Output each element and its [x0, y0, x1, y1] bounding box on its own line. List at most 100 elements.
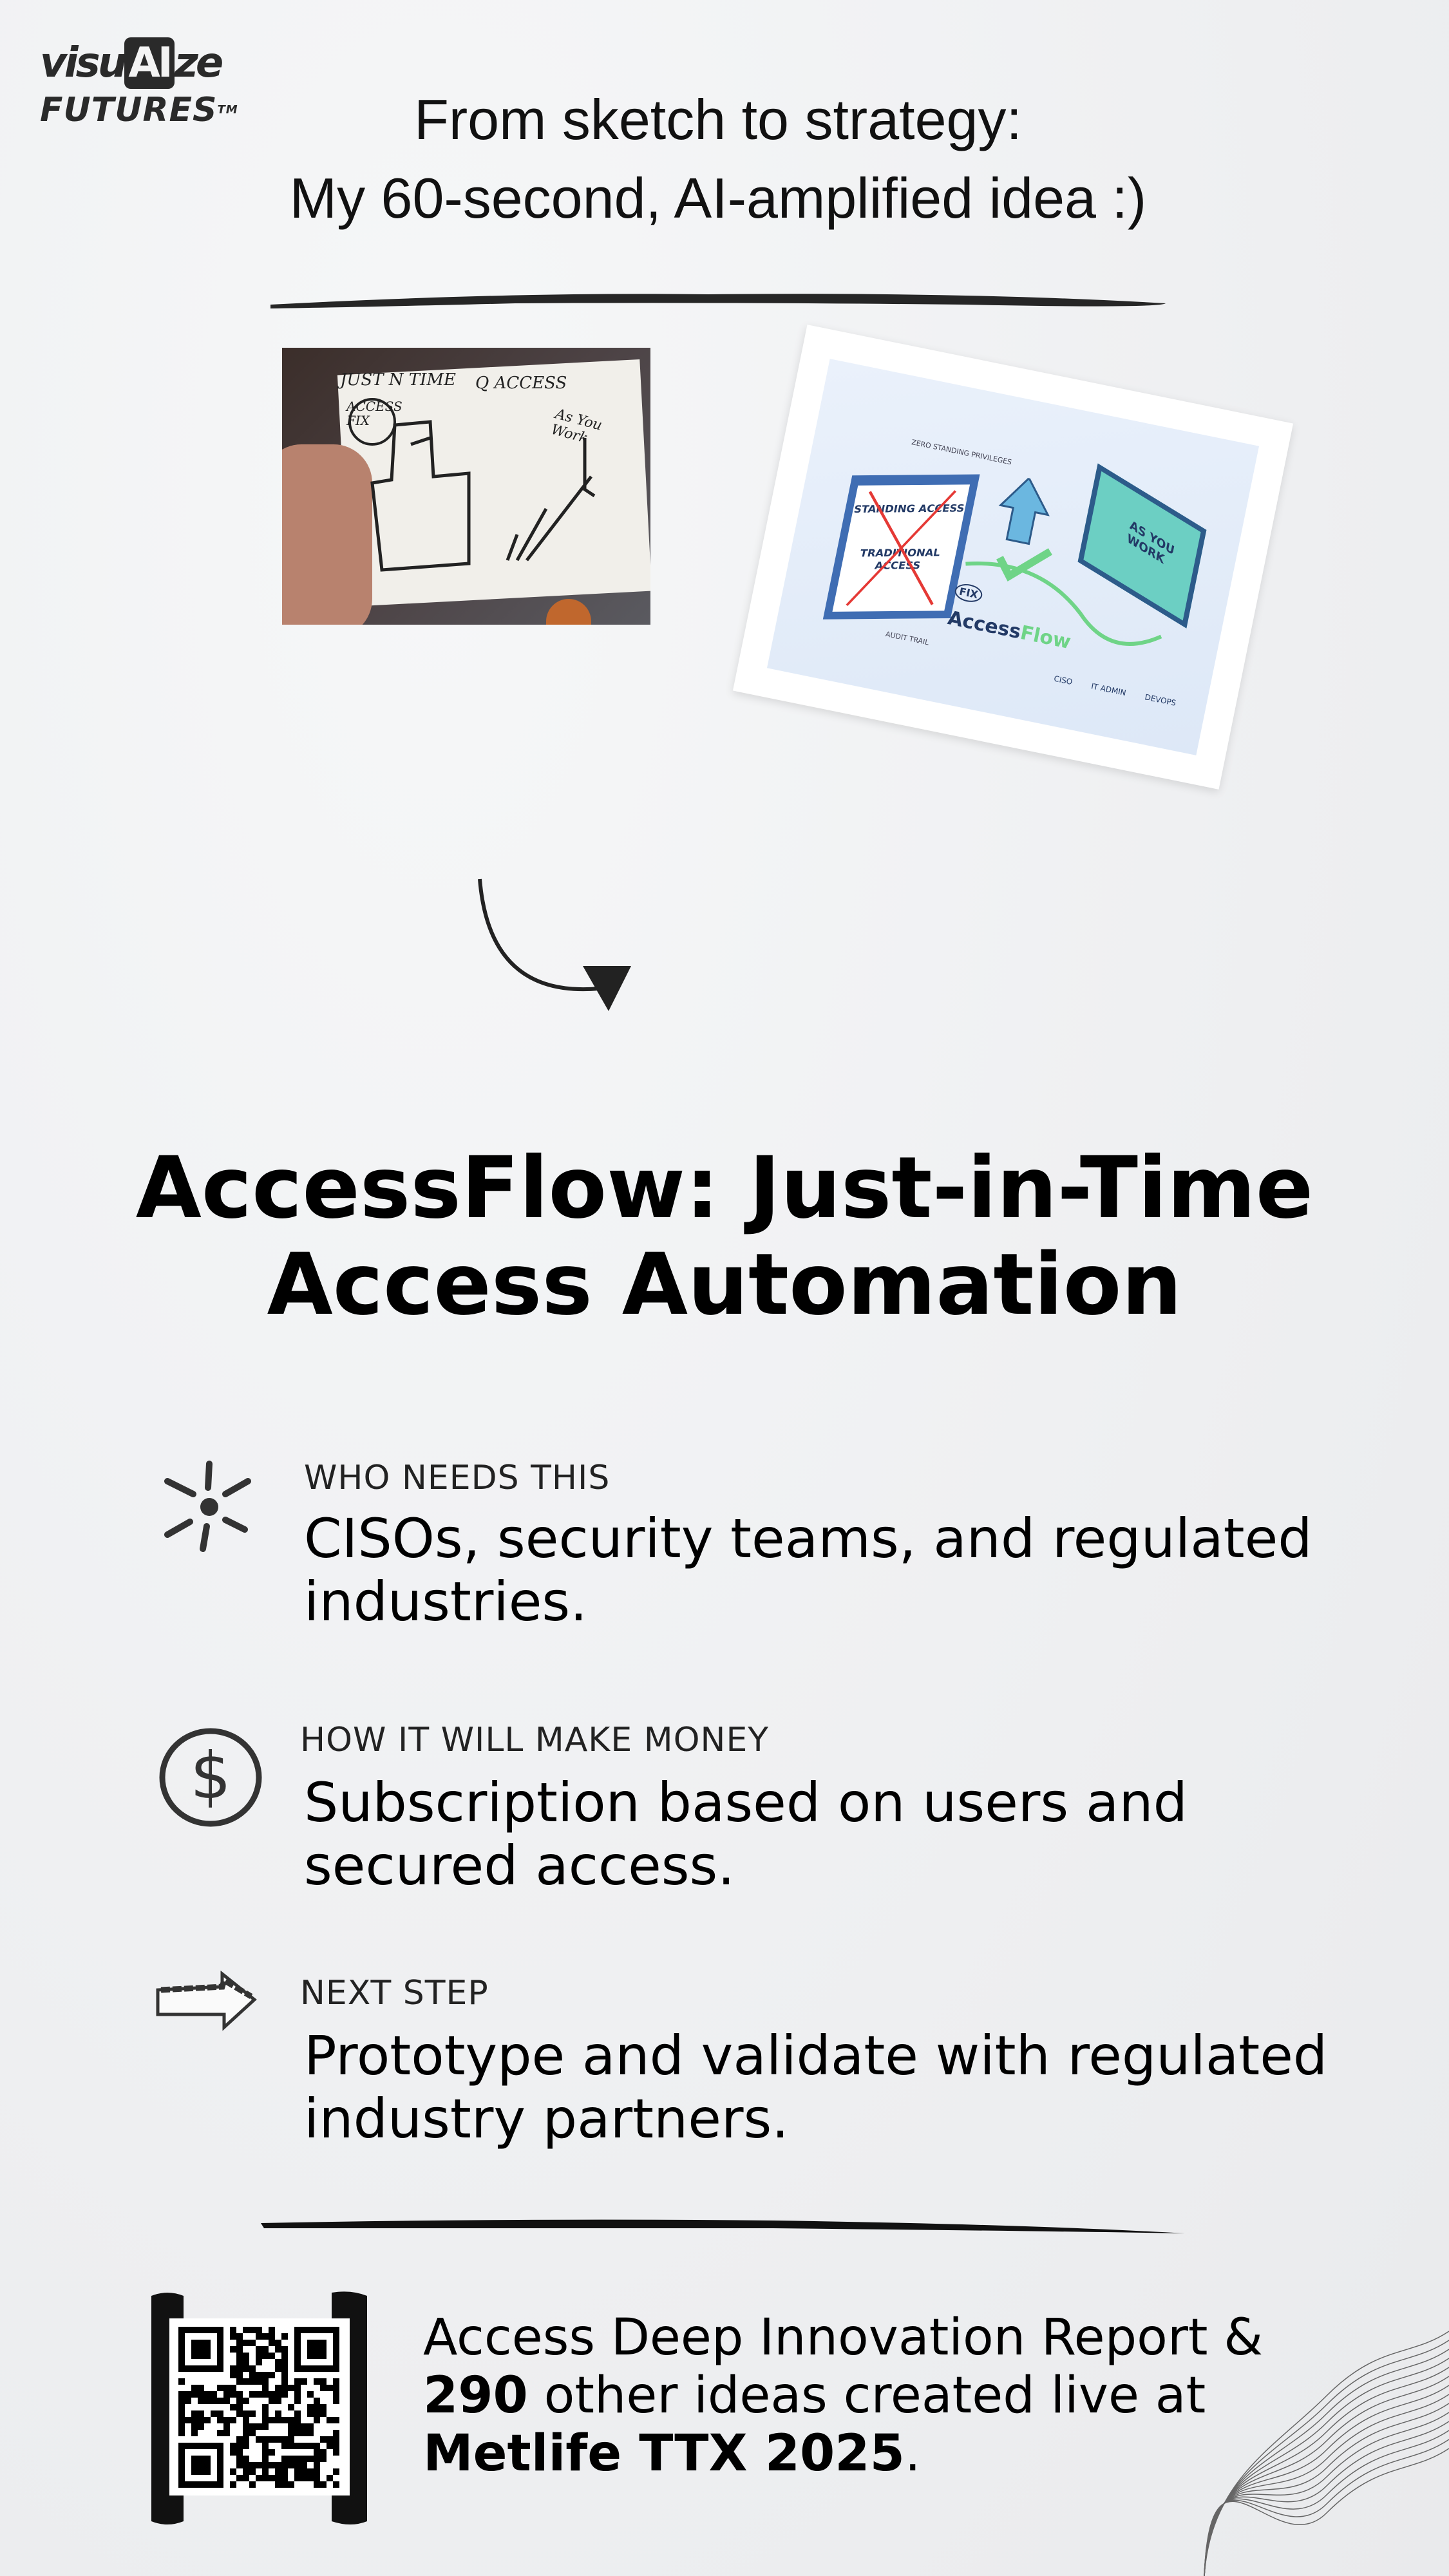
qr-module: [256, 2475, 262, 2481]
qr-module: [275, 2398, 281, 2404]
qr-module: [288, 2385, 294, 2391]
qr-module: [307, 2443, 314, 2449]
qr-module: [204, 2391, 211, 2398]
qr-module: [236, 2462, 243, 2468]
qr-module: [294, 2468, 301, 2475]
intro-line-2: My 60-second, AI-amplified idea :): [289, 166, 1147, 230]
qr-module: [230, 2327, 236, 2333]
qr-module: [178, 2378, 185, 2385]
qr-module: [211, 2410, 217, 2417]
qr-module: [249, 2481, 256, 2488]
qr-module: [327, 2443, 333, 2449]
qr-module: [269, 2475, 275, 2481]
qr-module: [275, 2340, 281, 2346]
qr-module: [294, 2417, 301, 2423]
logo-text: ze: [174, 39, 224, 87]
make-money-text: Subscription based on users and secured …: [304, 1771, 1188, 1897]
qr-module: [320, 2456, 327, 2462]
qr-module: [217, 2398, 223, 2404]
qr-module: [314, 2456, 320, 2462]
qr-module: [333, 2481, 339, 2488]
qr-module: [178, 2430, 185, 2436]
qr-module: [256, 2346, 262, 2353]
qr-module: [178, 2417, 185, 2423]
qr-module: [301, 2475, 307, 2481]
qr-module: [236, 2443, 243, 2449]
qr-module: [256, 2378, 262, 2385]
qr-module: [249, 2430, 256, 2436]
qr-code-image[interactable]: [145, 2289, 374, 2524]
qr-module: [333, 2385, 339, 2391]
qr-module: [230, 2385, 236, 2391]
qr-module: [333, 2378, 339, 2385]
qr-module: [275, 2410, 281, 2417]
qr-module: [320, 2404, 327, 2410]
qr-module: [281, 2468, 288, 2475]
logo-ai-badge: AI: [124, 37, 175, 89]
report-cta: Access Deep Innovation Report & 290 othe…: [423, 2309, 1428, 2483]
qr-module: [333, 2443, 339, 2449]
qr-module: [217, 2430, 223, 2436]
qr-module: [249, 2340, 256, 2346]
intro-title: From sketch to strategy: My 60-second, A…: [193, 80, 1243, 238]
qr-module: [288, 2443, 294, 2449]
qr-finder: [191, 2456, 211, 2475]
qr-module: [256, 2372, 262, 2378]
qr-module: [307, 2430, 314, 2436]
qr-module: [191, 2423, 198, 2430]
qr-module: [236, 2456, 243, 2462]
qr-module: [236, 2340, 243, 2346]
qr-module: [288, 2481, 294, 2488]
qr-module: [230, 2333, 236, 2340]
qr-module: [249, 2423, 256, 2430]
qr-module: [294, 2430, 301, 2436]
qr-module: [178, 2404, 185, 2410]
qr-module: [262, 2423, 269, 2430]
qr-module: [333, 2391, 339, 2398]
qr-module: [262, 2410, 269, 2417]
qr-module: [230, 2365, 236, 2372]
qr-module: [288, 2430, 294, 2436]
qr-module: [294, 2398, 301, 2404]
logo-trademark: TM: [217, 103, 238, 117]
green-flow-line: [965, 561, 1162, 646]
qr-module: [178, 2423, 185, 2430]
qr-module: [281, 2359, 288, 2365]
logo-futures: FUTURES: [40, 91, 218, 129]
qr-code[interactable]: [145, 2289, 374, 2524]
qr-module: [307, 2404, 314, 2410]
qr-module: [294, 2391, 301, 2398]
qr-module: [191, 2385, 198, 2391]
qr-module: [230, 2391, 236, 2398]
role-ciso: CISO: [1053, 674, 1074, 687]
sketch-text: Q ACCESS: [475, 374, 567, 393]
logo-text: visu: [40, 39, 127, 87]
qr-module: [314, 2404, 320, 2410]
qr-module: [249, 2462, 256, 2468]
qr-module: [327, 2417, 333, 2423]
heading-line-2: Access Automation: [267, 1235, 1182, 1334]
qr-module: [249, 2410, 256, 2417]
qr-module: [288, 2423, 294, 2430]
brush-divider: [270, 294, 1166, 308]
qr-module: [236, 2378, 243, 2385]
qr-module: [294, 2410, 301, 2417]
qr-module: [230, 2372, 236, 2378]
qr-module: [314, 2417, 320, 2423]
qr-module: [230, 2417, 236, 2423]
qr-module: [269, 2462, 275, 2468]
qr-module: [275, 2436, 281, 2443]
qr-module: [307, 2410, 314, 2417]
qr-module: [191, 2417, 198, 2423]
qr-module: [294, 2475, 301, 2481]
qr-module: [275, 2359, 281, 2365]
qr-module: [223, 2391, 230, 2398]
qr-module: [256, 2462, 262, 2468]
qr-module: [294, 2462, 301, 2468]
sketch-drawing: [348, 398, 596, 572]
qr-module: [307, 2468, 314, 2475]
qr-module: [243, 2359, 249, 2365]
qr-module: [275, 2391, 281, 2398]
qr-module: [281, 2353, 288, 2359]
qr-module: [243, 2475, 249, 2481]
